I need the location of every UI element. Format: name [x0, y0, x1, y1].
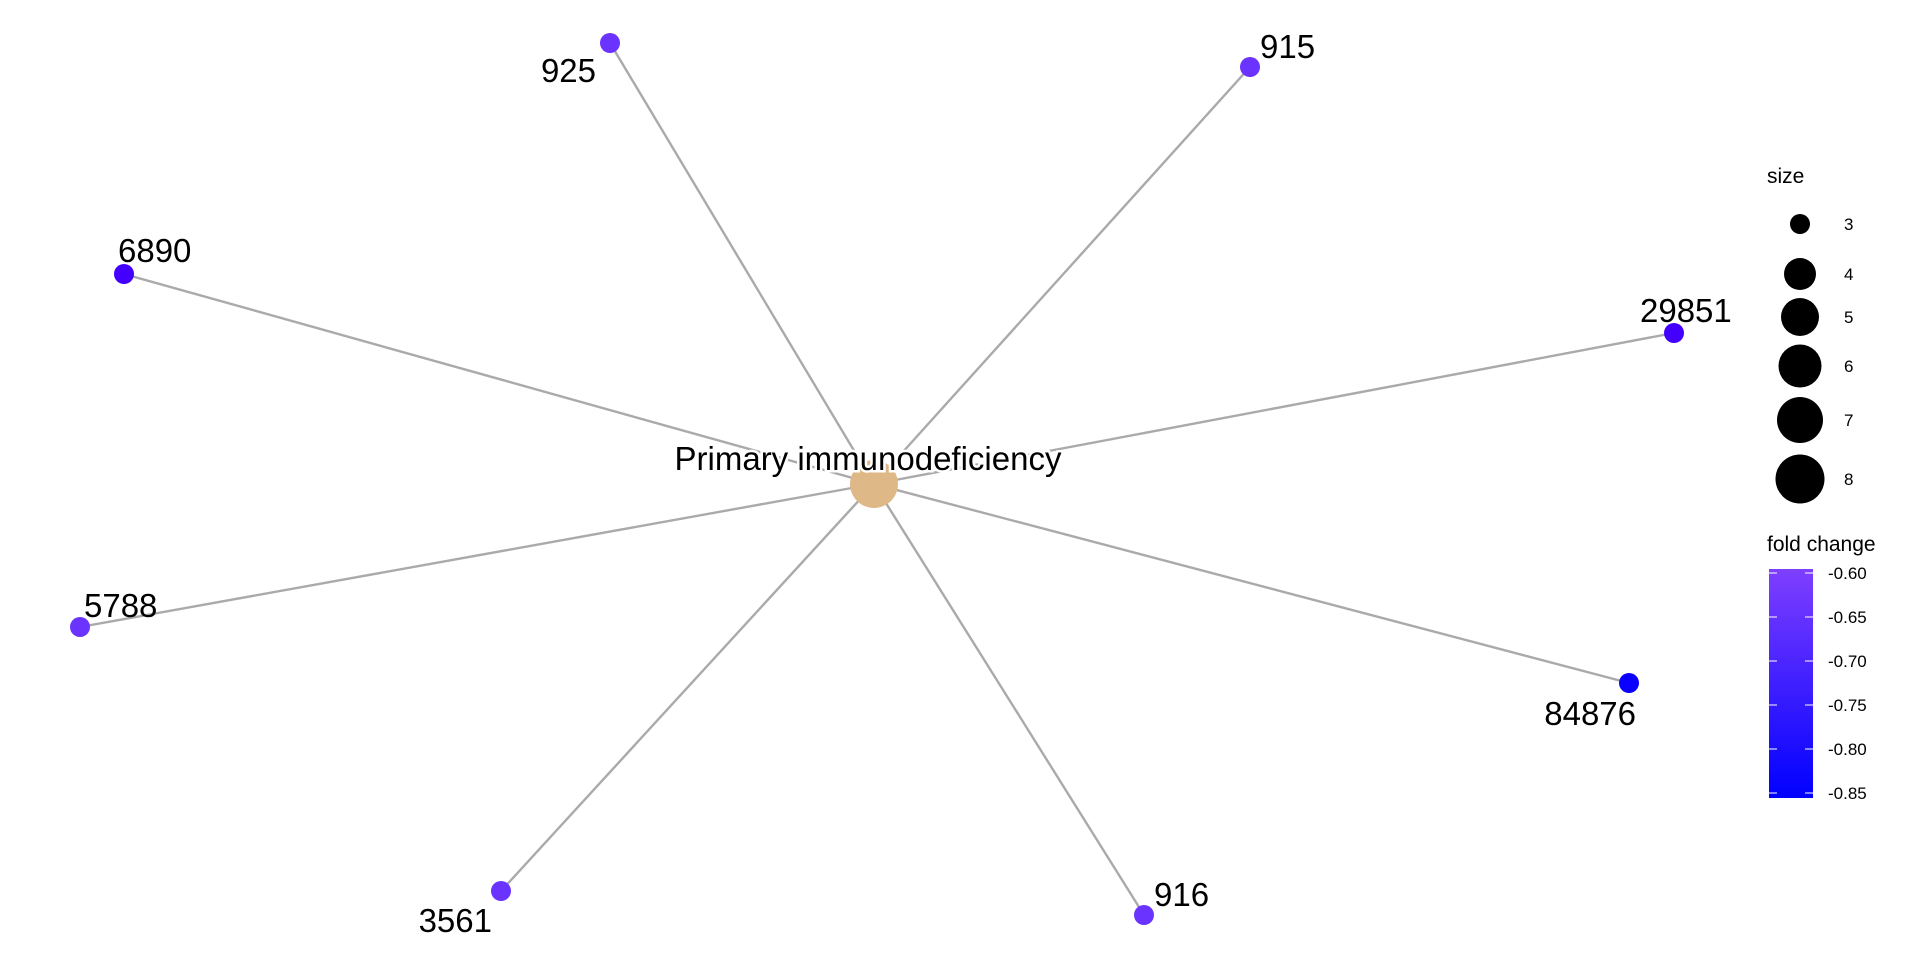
color-legend-title: fold change: [1767, 533, 1876, 556]
color-tick-label: -0.70: [1828, 652, 1867, 671]
edge-84876: [873, 482, 1630, 685]
node-925: [600, 33, 620, 53]
node-3561: [491, 881, 511, 901]
edge-915: [873, 66, 1251, 485]
edge-916: [872, 483, 1146, 916]
node-label-925: 925: [541, 52, 596, 89]
node-915: [1240, 57, 1260, 77]
size-legend-circle-5: [1781, 298, 1819, 336]
edge-925: [608, 42, 876, 485]
node-84876: [1619, 673, 1639, 693]
node-label-3561: 3561: [419, 902, 492, 939]
node-6890: [114, 264, 134, 284]
color-tick-label: -0.75: [1828, 696, 1867, 715]
node-5788: [70, 617, 90, 637]
size-legend-circle-6: [1778, 344, 1822, 388]
size-legend-label-3: 3: [1844, 215, 1853, 234]
legend: size 3 4 5 6 7 8 fold change -0.60 -0.65 -0.70 -…: [1767, 165, 1876, 803]
size-legend-circle-8: [1775, 454, 1825, 504]
node-label-6890: 6890: [118, 232, 191, 269]
edge-6890: [123, 272, 875, 486]
size-legend-label-7: 7: [1844, 411, 1853, 430]
size-legend-circle-3: [1790, 214, 1810, 234]
size-legend-label-5: 5: [1844, 308, 1853, 327]
edge-5788: [79, 482, 875, 629]
size-legend-label-8: 8: [1844, 470, 1853, 489]
color-tick-label: -0.85: [1828, 784, 1867, 803]
center-node: [850, 460, 898, 508]
size-legend-label-6: 6: [1844, 357, 1853, 376]
edge-29851: [873, 331, 1675, 486]
node-label-5788: 5788: [84, 587, 157, 624]
color-tick-label: -0.65: [1828, 608, 1867, 627]
color-bar: [1769, 569, 1813, 798]
color-tick-label: -0.60: [1828, 564, 1867, 583]
size-legend-label-4: 4: [1844, 265, 1853, 284]
center-label: Primary immunodeficiency: [675, 440, 1062, 477]
node-label-84876: 84876: [1544, 695, 1636, 732]
node-label-29851: 29851: [1640, 292, 1732, 329]
node-29851: [1664, 323, 1684, 343]
node-916: [1134, 905, 1154, 925]
node-label-916: 916: [1154, 876, 1209, 913]
edge-3561: [500, 483, 875, 892]
size-legend-circle-7: [1777, 397, 1823, 443]
size-legend-title: size: [1767, 165, 1804, 188]
size-legend-circle-4: [1784, 258, 1816, 290]
color-tick-label: -0.80: [1828, 740, 1867, 759]
node-label-915: 915: [1260, 28, 1315, 65]
